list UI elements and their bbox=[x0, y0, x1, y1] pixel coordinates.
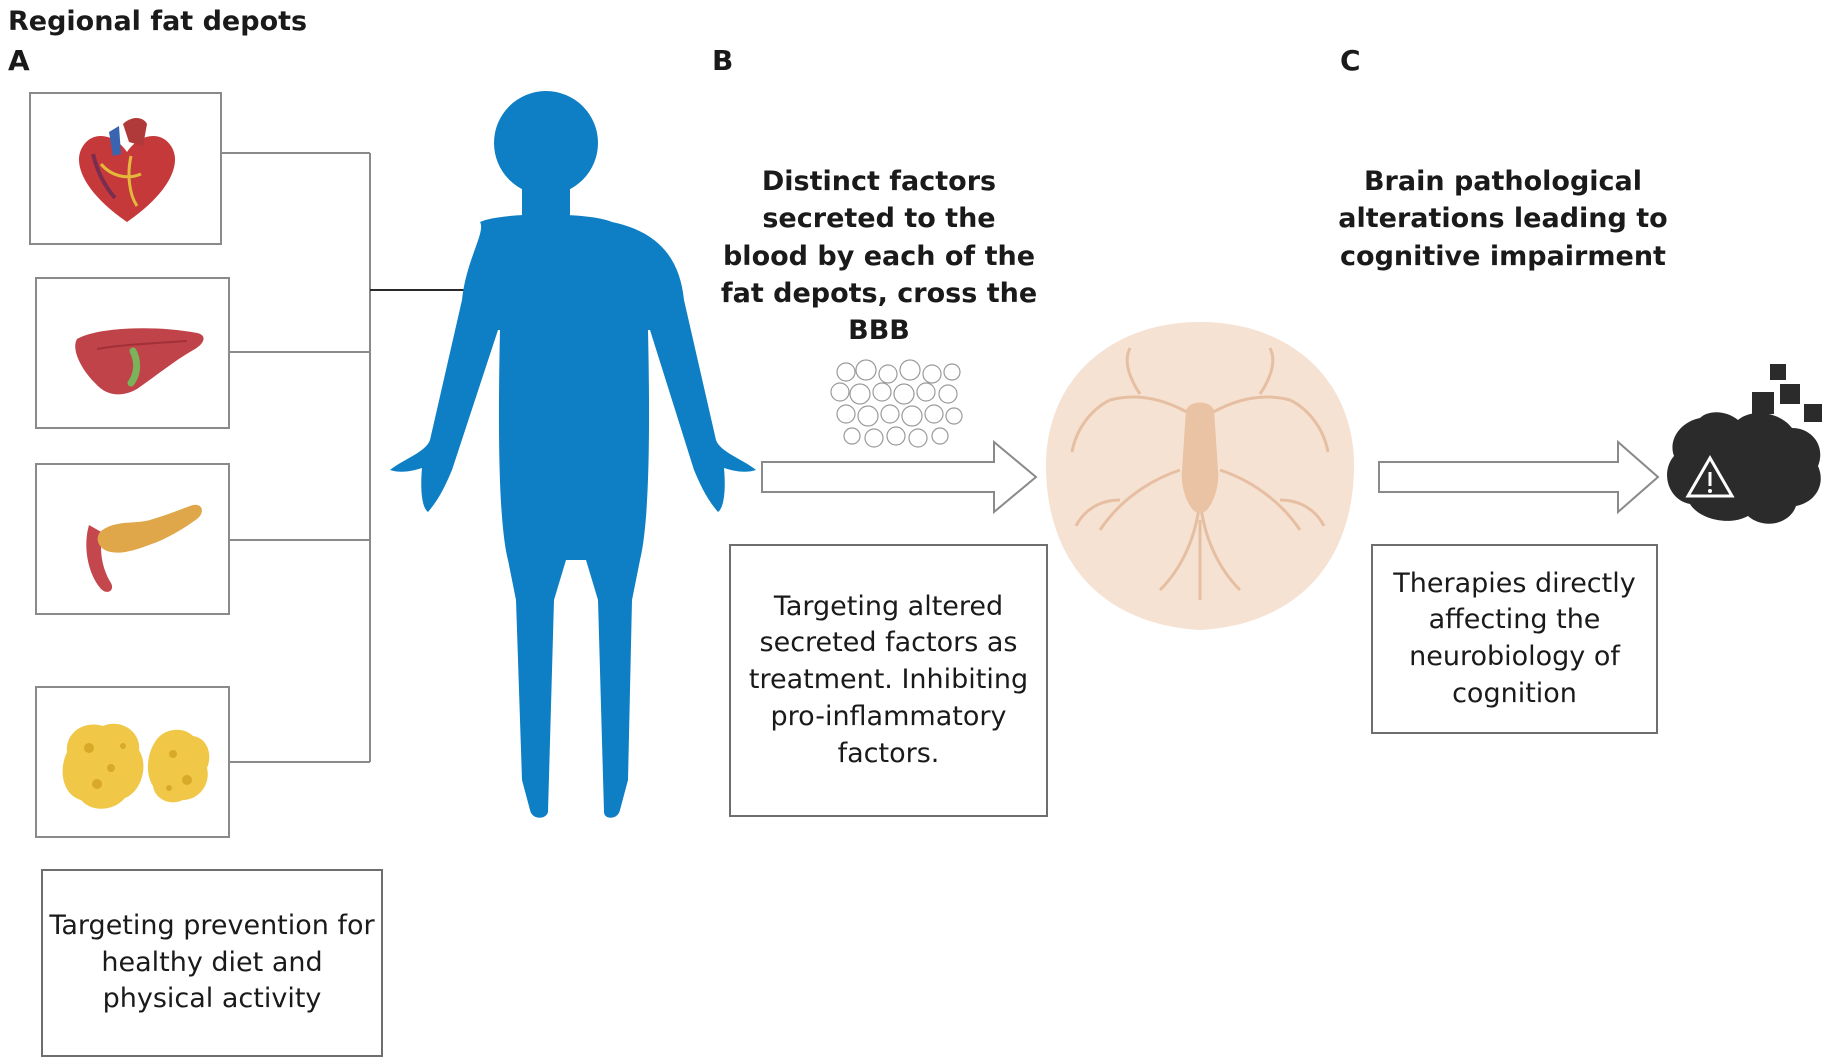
figure-title: Regional fat depots bbox=[8, 6, 308, 37]
pancreas-icon bbox=[86, 504, 202, 592]
organ-box-heart bbox=[29, 92, 222, 245]
organ-box-liver bbox=[35, 277, 230, 429]
panel-c-heading: Brain pathological alterations leading t… bbox=[1338, 166, 1668, 272]
prevention-textbox: Targeting prevention for healthy diet an… bbox=[41, 869, 383, 1057]
organ-box-pancreas bbox=[35, 463, 230, 615]
prevention-text: Targeting prevention for healthy diet an… bbox=[49, 909, 375, 1015]
arrow-brain-to-impairment bbox=[1378, 439, 1660, 515]
heart-icon bbox=[78, 118, 176, 222]
secreted-factors-treatment-text: Targeting altered secreted factors as tr… bbox=[748, 590, 1029, 769]
neurobiology-therapies-text: Therapies directly affecting the neurobi… bbox=[1393, 567, 1636, 709]
panel-b-heading: Distinct factors secreted to the blood b… bbox=[720, 166, 1038, 346]
liver-icon bbox=[75, 328, 204, 395]
panel-c-label: C bbox=[1340, 44, 1361, 77]
secreted-factors-treatment-textbox: Targeting altered secreted factors as tr… bbox=[729, 544, 1048, 817]
panel-b-label: B bbox=[712, 44, 734, 77]
panel-a-label: A bbox=[8, 44, 30, 77]
arrow-body-to-brain bbox=[761, 439, 1038, 515]
organ-box-adipose bbox=[35, 686, 230, 838]
neurobiology-therapies-textbox: Therapies directly affecting the neurobi… bbox=[1371, 544, 1658, 734]
adipose-tissue-icon bbox=[62, 723, 210, 809]
